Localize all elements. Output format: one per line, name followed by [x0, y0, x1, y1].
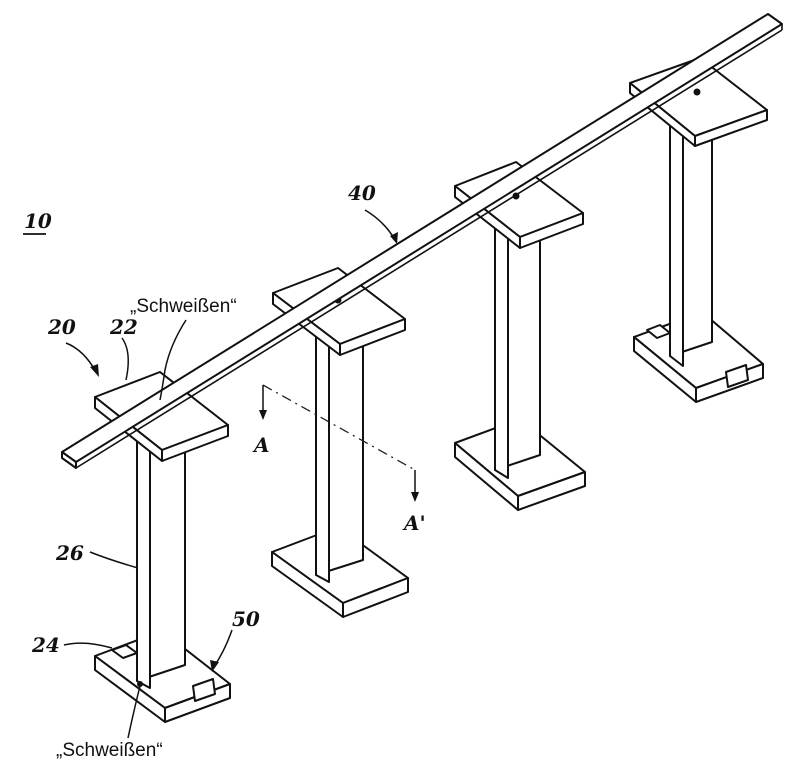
support-4-clamp — [725, 364, 749, 388]
section-dash-line — [262, 384, 416, 471]
note-weld-bottom: „Schweißen“ — [56, 740, 163, 761]
label-20: 20 — [47, 315, 76, 339]
label-section-a-prime: A' — [402, 511, 426, 535]
support-4-weld-dot — [693, 88, 701, 96]
support-3-topplate-side — [519, 212, 584, 249]
support-1-clamp — [192, 678, 216, 702]
support-1-topplate-side — [161, 424, 229, 462]
support-1 — [94, 371, 231, 723]
support-3-base-side — [517, 471, 586, 511]
weld-bottom-dot — [137, 681, 143, 687]
label-50: 50 — [232, 607, 260, 631]
support-4-topplate-side — [694, 109, 768, 147]
support-1-column-front — [136, 427, 151, 689]
label-section-a: A — [252, 433, 270, 457]
note-weld-top: „Schweißen“ — [130, 296, 237, 317]
leader-22 — [121, 337, 129, 381]
section-a-prime-arrowhead — [411, 492, 419, 502]
leader-20-arrowhead — [90, 364, 99, 377]
label-24: 24 — [31, 633, 60, 657]
support-3-column-front — [494, 217, 509, 479]
label-26: 26 — [55, 541, 84, 565]
section-line — [259, 384, 419, 502]
beam-bottom-edge — [75, 29, 783, 469]
leader-50 — [214, 629, 233, 666]
section-a-arrowhead — [259, 410, 267, 420]
support-2-topplate-side — [339, 318, 406, 356]
leader-26 — [89, 551, 139, 569]
support-2-column-front — [315, 322, 330, 583]
leader-weld-top — [159, 319, 187, 401]
label-22: 22 — [109, 315, 138, 339]
leader-24 — [63, 642, 113, 649]
support-3 — [454, 161, 586, 511]
leader-40 — [364, 209, 396, 241]
label-40: 40 — [348, 181, 376, 205]
beam-40 — [61, 13, 783, 469]
support-4-column-front — [669, 105, 684, 367]
support-2-base-side — [342, 577, 409, 618]
support-4 — [629, 57, 768, 403]
leader-lines — [63, 209, 398, 739]
figure-number: 10 — [24, 209, 52, 233]
leader-50-arrowhead — [210, 660, 219, 672]
support-2 — [271, 267, 409, 618]
leader-weld-bottom — [127, 685, 141, 739]
leader-40-arrowhead — [390, 232, 398, 244]
